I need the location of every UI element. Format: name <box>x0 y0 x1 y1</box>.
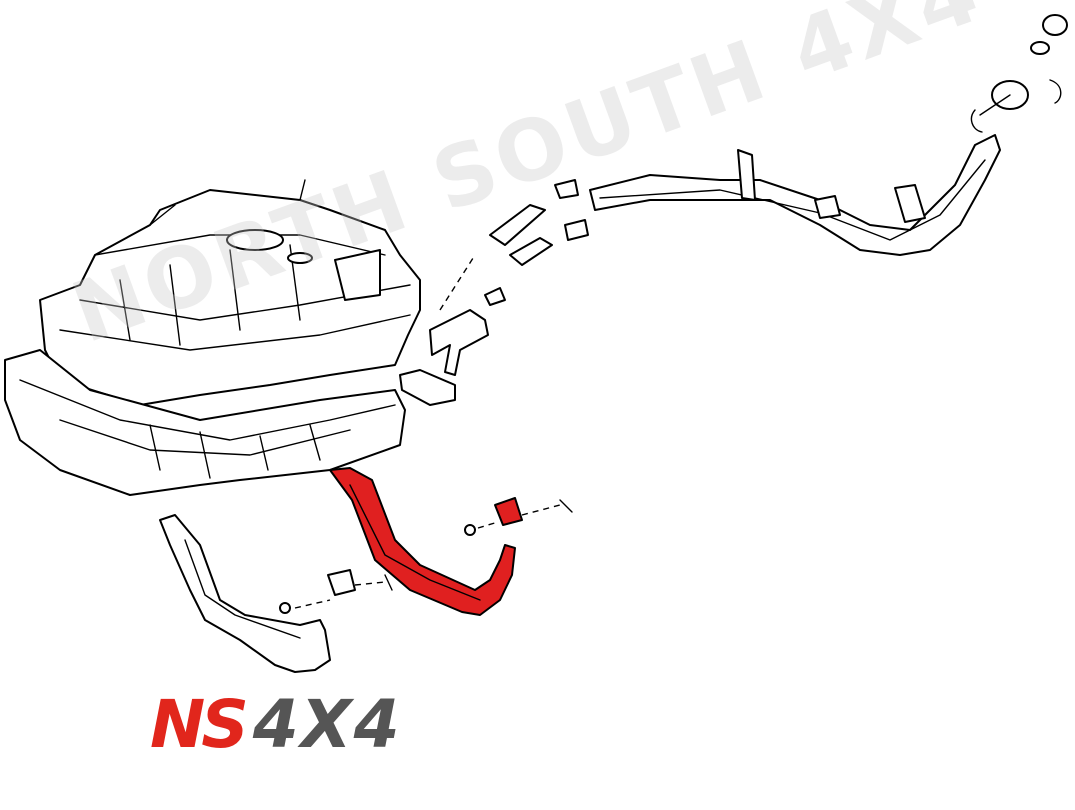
filler-pipe <box>589 14 1068 256</box>
tank-protector <box>4 349 406 496</box>
front-tank-band <box>159 514 393 673</box>
brand-logo: NS 4X4 <box>150 690 402 760</box>
logo-prefix: NS <box>150 686 249 763</box>
logo-suffix: 4X4 <box>252 686 402 763</box>
filler-hoses <box>399 179 589 406</box>
fuel-tank <box>39 179 421 406</box>
rear-tank-band-highlighted <box>329 467 573 616</box>
